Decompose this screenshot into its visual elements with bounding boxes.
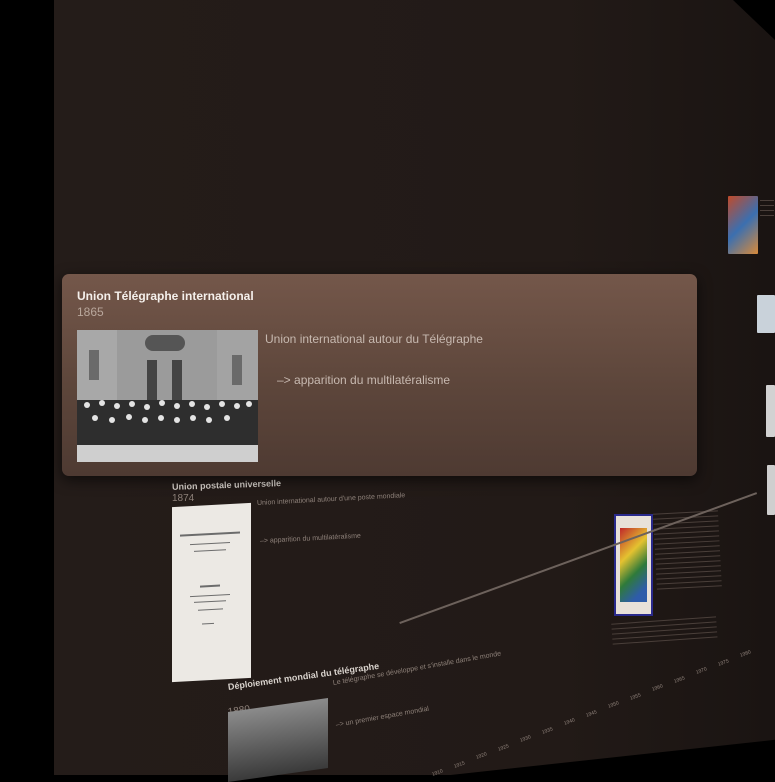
photo-icon [228, 697, 328, 782]
far-thumbnail[interactable] [728, 196, 758, 254]
group-photo-icon [77, 330, 258, 462]
card-year: 1865 [77, 305, 104, 319]
far-thumbnail[interactable] [757, 295, 775, 333]
featured-event-card[interactable]: Union Télégraphe international 1865 [62, 274, 697, 476]
far-text-block [760, 200, 774, 220]
far-thumbnail[interactable] [766, 385, 775, 437]
card-title: Union Télégraphe international [77, 289, 254, 303]
document-cover-icon [172, 502, 251, 683]
far-thumbnail[interactable] [767, 465, 775, 515]
stamp-icon [614, 514, 653, 616]
card-description: Union international autour du Télégraphe [265, 332, 483, 346]
item-year: 1874 [172, 493, 195, 504]
card-subtext: –> apparition du multilatéralisme [277, 373, 451, 387]
item-text-block [652, 510, 722, 593]
